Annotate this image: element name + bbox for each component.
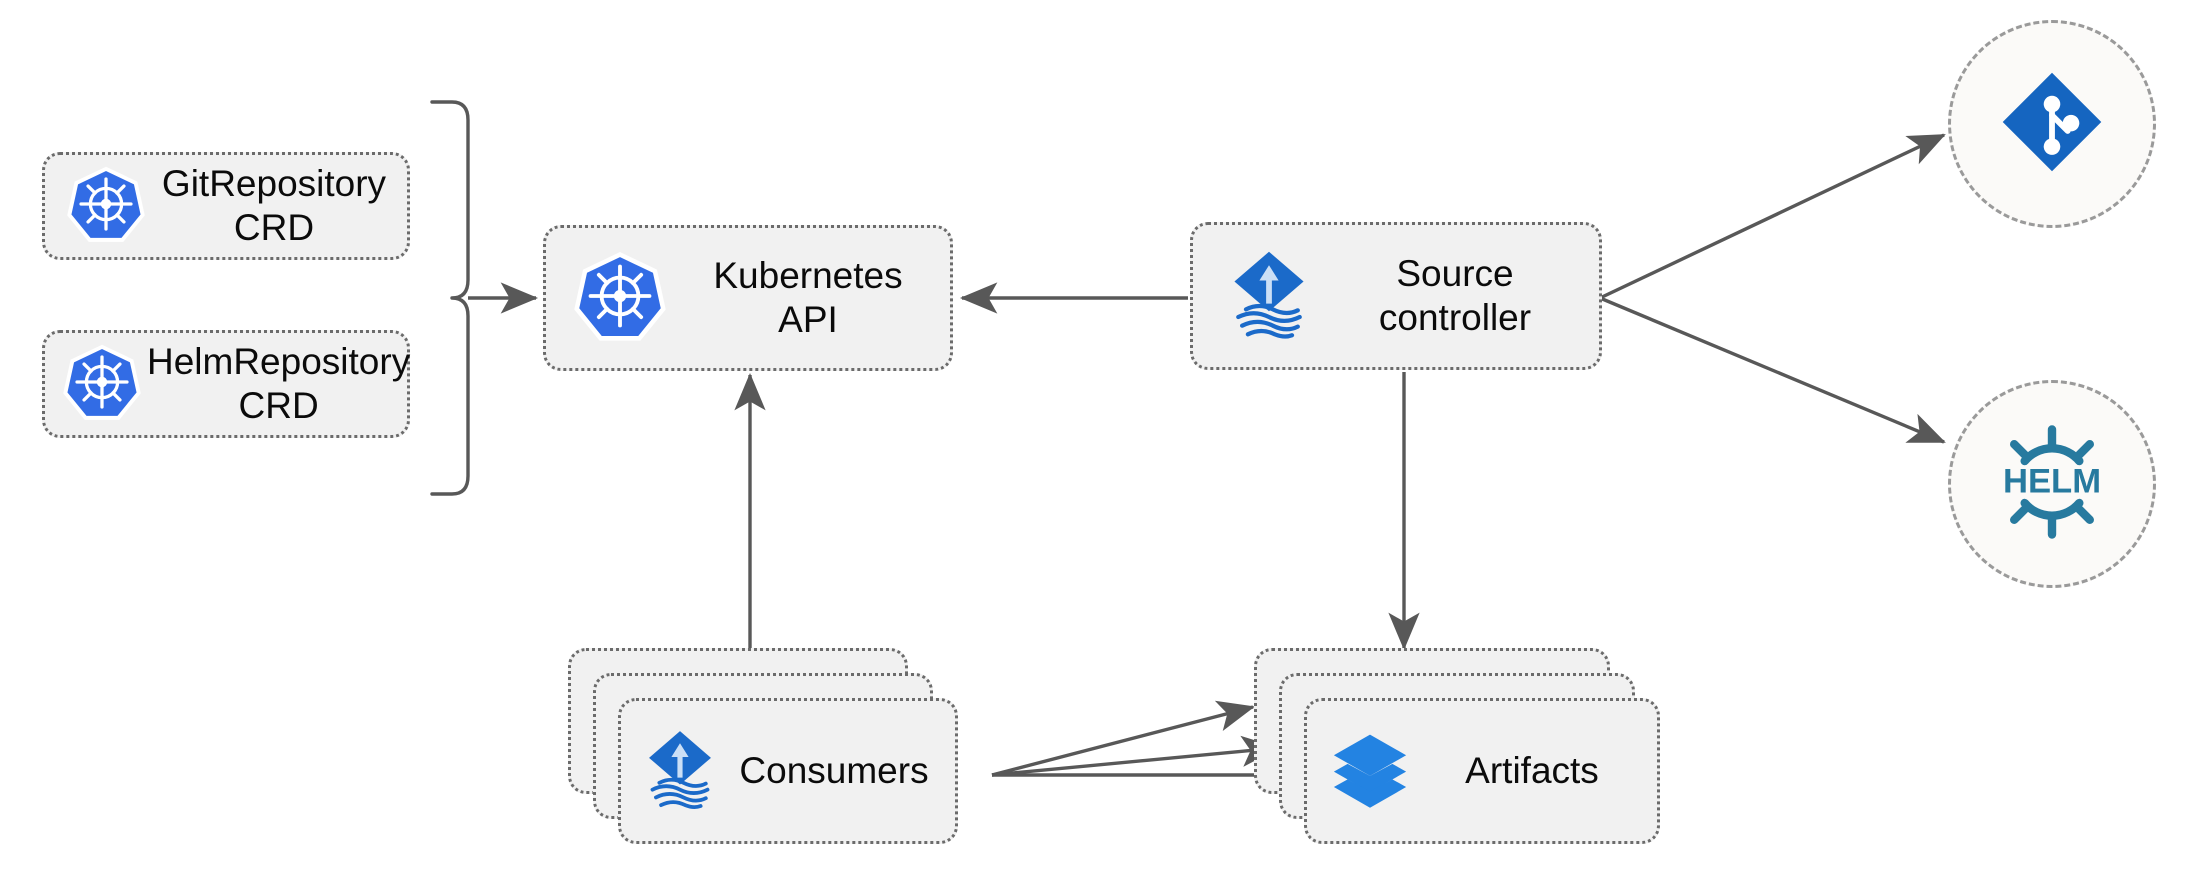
node-label: Source controller (1378, 253, 1532, 338)
node-label: Kubernetes API (713, 255, 903, 340)
node-kubernetes-api[interactable]: Kubernetes API (543, 225, 953, 371)
kubernetes-icon (45, 165, 155, 248)
kubernetes-icon (45, 343, 147, 426)
helm-icon: HELM (1989, 419, 2115, 550)
node-artifacts[interactable]: Artifacts (1254, 648, 1660, 844)
helm-wordmark: HELM (2003, 462, 2101, 500)
node-source-controller[interactable]: Source controller (1190, 222, 1602, 370)
node-label: GitRepository CRD (161, 163, 387, 248)
layers-icon (1307, 726, 1421, 817)
node-label: Consumers (739, 750, 929, 792)
node-helm-source[interactable]: HELM (1948, 380, 2156, 588)
edge-consumers-to-artifacts-1 (991, 700, 1255, 777)
node-label: HelmRepository CRD (147, 341, 411, 426)
stack-sheet-front[interactable]: Consumers (618, 698, 958, 844)
node-label: Artifacts (1465, 750, 1599, 792)
edge-consumers-to-artifacts-2 (991, 735, 1280, 777)
git-icon (1996, 66, 2108, 183)
stack-sheet-front[interactable]: Artifacts (1304, 698, 1660, 844)
flux-icon (621, 726, 727, 817)
node-consumers[interactable]: Consumers (568, 648, 958, 844)
flux-icon (1193, 246, 1325, 347)
node-gitrepository-crd[interactable]: GitRepository CRD (42, 152, 410, 260)
node-helmrepository-crd[interactable]: HelmRepository CRD (42, 330, 410, 438)
edge-crds-to-kubernetes-api (430, 100, 470, 496)
node-git-source[interactable] (1948, 20, 2156, 228)
kubernetes-icon (546, 250, 680, 347)
edge-source-controller-to-helm (1599, 296, 1946, 444)
edge-source-controller-to-git (1599, 133, 1946, 300)
